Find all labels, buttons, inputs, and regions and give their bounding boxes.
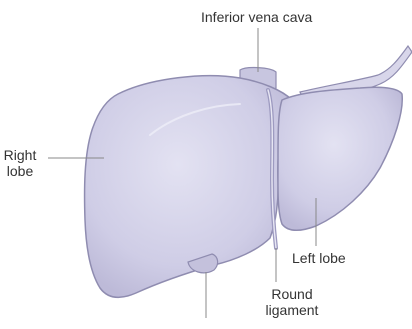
label-right-lobe: Right lobe [0, 147, 40, 179]
label-round-ligament-line1: Round [260, 286, 324, 302]
label-round-ligament-line2: ligament [260, 302, 324, 318]
left-lobe [278, 87, 402, 230]
label-left-lobe: Left lobe [292, 250, 346, 266]
label-right-lobe-line1: Right [0, 147, 40, 163]
label-right-lobe-line2: lobe [0, 163, 40, 179]
label-inferior-vena-cava: Inferior vena cava [201, 9, 312, 25]
label-round-ligament: Round ligament [260, 286, 324, 318]
